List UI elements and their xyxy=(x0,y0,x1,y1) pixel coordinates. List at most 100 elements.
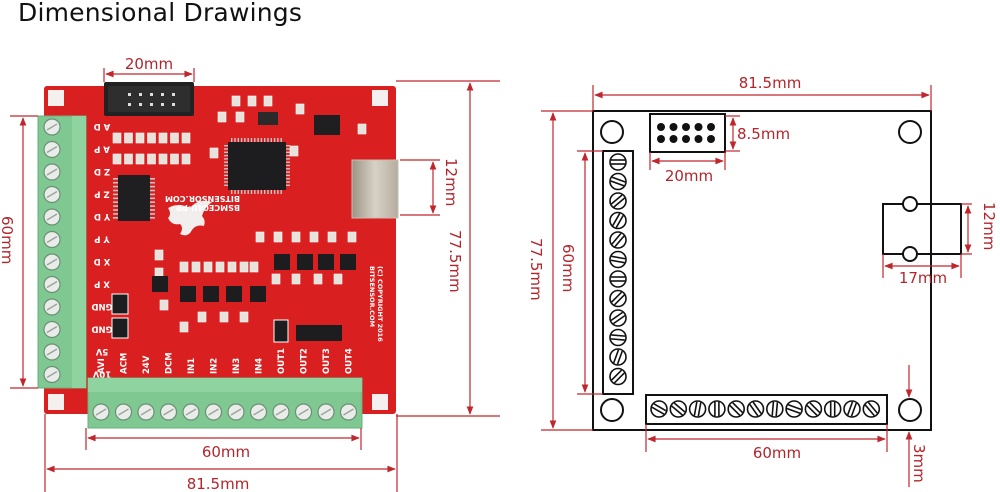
terminal-screw xyxy=(609,270,627,288)
dim-drawing-board-height: 77.5mm xyxy=(527,238,545,301)
board-outline-drawing xyxy=(592,110,962,431)
ic-pin xyxy=(150,209,155,211)
screw-slot xyxy=(612,314,626,325)
ic-pin xyxy=(250,138,253,142)
ic-pin xyxy=(260,138,263,142)
dim-board-width: 81.5mm xyxy=(187,475,250,492)
smd-component xyxy=(255,231,265,243)
usb-tab xyxy=(902,196,918,212)
drawing-dimensions: 81.5mm 8.5mm 20mm 12mm 17mm 77.5mm 60mm xyxy=(527,74,998,487)
ic-pin xyxy=(286,161,290,163)
smd-component xyxy=(231,95,241,107)
terminal-screw xyxy=(746,400,765,418)
ic-pin xyxy=(286,181,290,183)
bottom-pin-label: IN4 xyxy=(255,358,265,374)
screw-slot xyxy=(610,180,625,187)
board-outline xyxy=(592,110,932,431)
dim-drawing-usb-height: 12mm xyxy=(980,202,998,250)
diode xyxy=(273,319,289,343)
silk-site: BITSENSOR.COM xyxy=(165,194,240,203)
smd-component xyxy=(179,321,189,333)
terminal-screw xyxy=(669,400,688,418)
ic-pin xyxy=(113,213,118,215)
ic-pin xyxy=(286,151,290,153)
mounting-hole xyxy=(600,120,624,144)
terminal-screw xyxy=(862,400,881,418)
smd-component xyxy=(263,95,273,107)
ic-pin xyxy=(270,190,272,194)
ic-pin xyxy=(113,205,118,207)
smd-resistor xyxy=(170,132,179,144)
header-pin xyxy=(139,93,142,96)
smd-component xyxy=(313,273,323,285)
dim-drawing-side-terminal: 60mm xyxy=(559,244,577,292)
screw-slot xyxy=(864,404,875,417)
optocoupler xyxy=(180,286,196,302)
smd-component xyxy=(289,145,299,157)
ic-pin xyxy=(224,171,228,173)
ic-pin xyxy=(264,190,266,194)
ic-pin xyxy=(224,184,228,186)
ic-pin xyxy=(113,209,118,211)
side-terminal-block xyxy=(37,115,87,389)
ic-pin xyxy=(286,148,290,150)
screw-slot xyxy=(806,404,818,416)
ic-pin xyxy=(150,197,155,200)
smd-component xyxy=(203,261,213,273)
screw-slot xyxy=(46,258,58,266)
ic-pin xyxy=(237,138,239,142)
header-pin xyxy=(161,93,164,96)
header-pin xyxy=(694,135,703,143)
terminal-screw xyxy=(708,400,726,418)
ic-pin xyxy=(113,181,118,184)
screw-slot xyxy=(46,123,58,131)
optocoupler xyxy=(152,276,168,292)
ic-pin xyxy=(113,178,118,180)
ic-pin xyxy=(244,138,246,142)
screw-slot xyxy=(673,402,686,413)
bottom-pin-label: OUT3 xyxy=(322,348,332,374)
ic-pin xyxy=(113,193,118,196)
smd-component xyxy=(197,311,207,323)
bottom-pin-label: OUT4 xyxy=(345,348,355,374)
screw-slot xyxy=(846,401,854,416)
bottom-terminal-outline xyxy=(645,394,888,425)
header-pin xyxy=(657,135,665,143)
header-pin xyxy=(172,103,175,106)
smd-component xyxy=(357,123,367,135)
ic-pin xyxy=(150,181,155,184)
screw-slot xyxy=(651,406,665,415)
header-pin xyxy=(150,93,153,96)
dim-hole-offset: 3mm xyxy=(910,444,928,483)
smd-component xyxy=(347,231,357,243)
smd-component xyxy=(291,231,301,243)
smd-component xyxy=(209,147,219,159)
ic-pin xyxy=(280,138,282,142)
ic-pin xyxy=(113,197,118,200)
screw-slot xyxy=(46,325,58,334)
screw-slot xyxy=(615,215,624,228)
smd-resistor xyxy=(135,153,145,165)
terminal-screw xyxy=(609,231,627,249)
screw-slot xyxy=(610,259,625,264)
optocoupler xyxy=(297,254,313,270)
ic-pin xyxy=(224,154,228,157)
terminal-screw xyxy=(609,192,627,210)
ic-pin xyxy=(257,138,259,142)
smd-resistor xyxy=(158,153,168,165)
ic-pin xyxy=(231,138,233,142)
screw-slot xyxy=(612,349,620,364)
ic-pin xyxy=(224,161,228,163)
side-pin-label: Y P xyxy=(94,234,110,244)
screw-slot xyxy=(610,311,624,322)
ic-pin xyxy=(244,190,246,194)
terminal-screw xyxy=(609,211,627,230)
dim-drawing-board-width: 81.5mm xyxy=(739,74,802,92)
side-pin-label: A P xyxy=(94,144,110,154)
screw-slot xyxy=(230,408,242,416)
smd-component xyxy=(309,231,319,243)
photo-dimensions: 20mm 12mm 77.5mm 60mm 60mm 81.5mm xyxy=(0,55,500,492)
dim-bottom-terminal: 60mm xyxy=(202,443,250,461)
ic-pin xyxy=(224,158,228,160)
terminal-screw xyxy=(765,400,784,418)
